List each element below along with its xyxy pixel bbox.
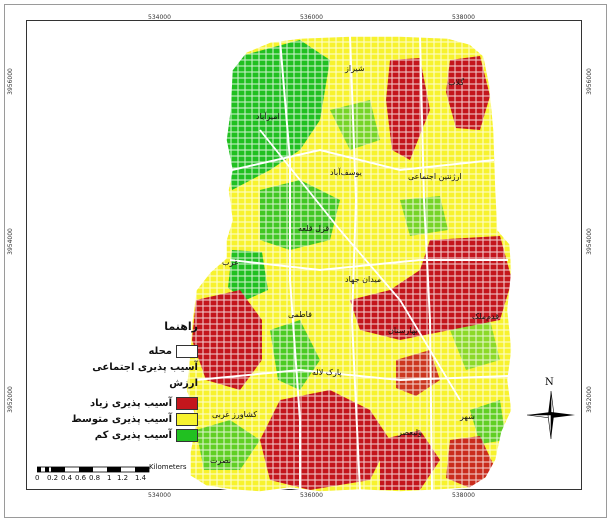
label-shahr: شهر: [460, 412, 475, 421]
label-arzantin: ارژنتین اجتماعی: [408, 172, 462, 181]
label-shiraz: شیراز: [345, 64, 365, 73]
label-fatemi: فاطمی: [288, 310, 312, 319]
scale-tick-1: 0.2: [47, 474, 59, 482]
legend-row-low: آسیب پذیری کم: [95, 428, 198, 442]
legend-swatch-high: [176, 396, 198, 410]
legend-label-mahalleh: محله: [148, 345, 172, 357]
scale-tick-4: 0.8: [89, 474, 101, 482]
scale-tick-0: 0: [35, 474, 40, 482]
label-keshavarz-gharbi: کشاورز غربی: [212, 410, 258, 419]
legend-swatch-low: [176, 428, 198, 442]
label-nosrat: نصرت: [210, 456, 232, 465]
legend-label-medium: آسیب پذیری متوسط: [71, 413, 172, 425]
label-baharestan: بهارستان: [388, 326, 418, 335]
legend-title: راهنما: [164, 320, 198, 333]
label-yousefabad: یوسف‌آباد: [330, 168, 362, 177]
legend-label-low: آسیب پذیری کم: [94, 429, 172, 441]
tick-top-1: 534000: [148, 14, 171, 21]
tick-bottom-2: 536000: [300, 492, 323, 499]
scale-tick-2: 0.4: [61, 474, 73, 482]
scale-tick-6: 1.2: [117, 474, 129, 482]
legend-value-label: ارزش: [169, 378, 198, 389]
legend-subtitle: آسیب پذیری اجتماعی: [92, 362, 198, 373]
scale-bar-graphic: [37, 466, 150, 473]
legend-row-medium: آسیب پذیری متوسط: [71, 412, 198, 426]
label-valiasr: ولیعصر: [398, 428, 422, 437]
label-golab: گلاب: [448, 78, 465, 87]
label-west: غرب: [222, 258, 239, 267]
tick-top-2: 536000: [300, 14, 323, 21]
label-maidan-jahad: میدان جهاد: [345, 275, 382, 284]
legend-swatch-medium: [176, 412, 198, 426]
legend-row-mahalleh: محله: [148, 344, 198, 358]
legend-label-high: آسیب پذیری زیاد: [90, 397, 172, 409]
label-amirabad: امیرآباد: [256, 112, 280, 121]
legend-swatch-mahalleh: [176, 344, 198, 358]
scale-bar-unit: Kilometers: [149, 463, 187, 471]
tick-bottom-1: 534000: [148, 492, 171, 499]
label-ghezelgheleh: قزل قلعه: [298, 224, 330, 233]
scale-tick-5: 1: [107, 474, 112, 482]
scale-tick-3: 0.6: [75, 474, 87, 482]
north-label: N: [545, 377, 554, 388]
label-park-laleh: پارک لاله: [312, 368, 342, 377]
north-arrow: N: [521, 377, 581, 445]
north-arrow-icon: [526, 390, 575, 440]
tick-bottom-3: 538000: [452, 492, 475, 499]
label-ghadam-malek: قدم‌ملک: [472, 312, 500, 321]
legend-row-high: آسیب پذیری زیاد: [90, 396, 198, 410]
scale-tick-7: 1.4: [135, 474, 147, 482]
tick-top-3: 538000: [452, 14, 475, 21]
